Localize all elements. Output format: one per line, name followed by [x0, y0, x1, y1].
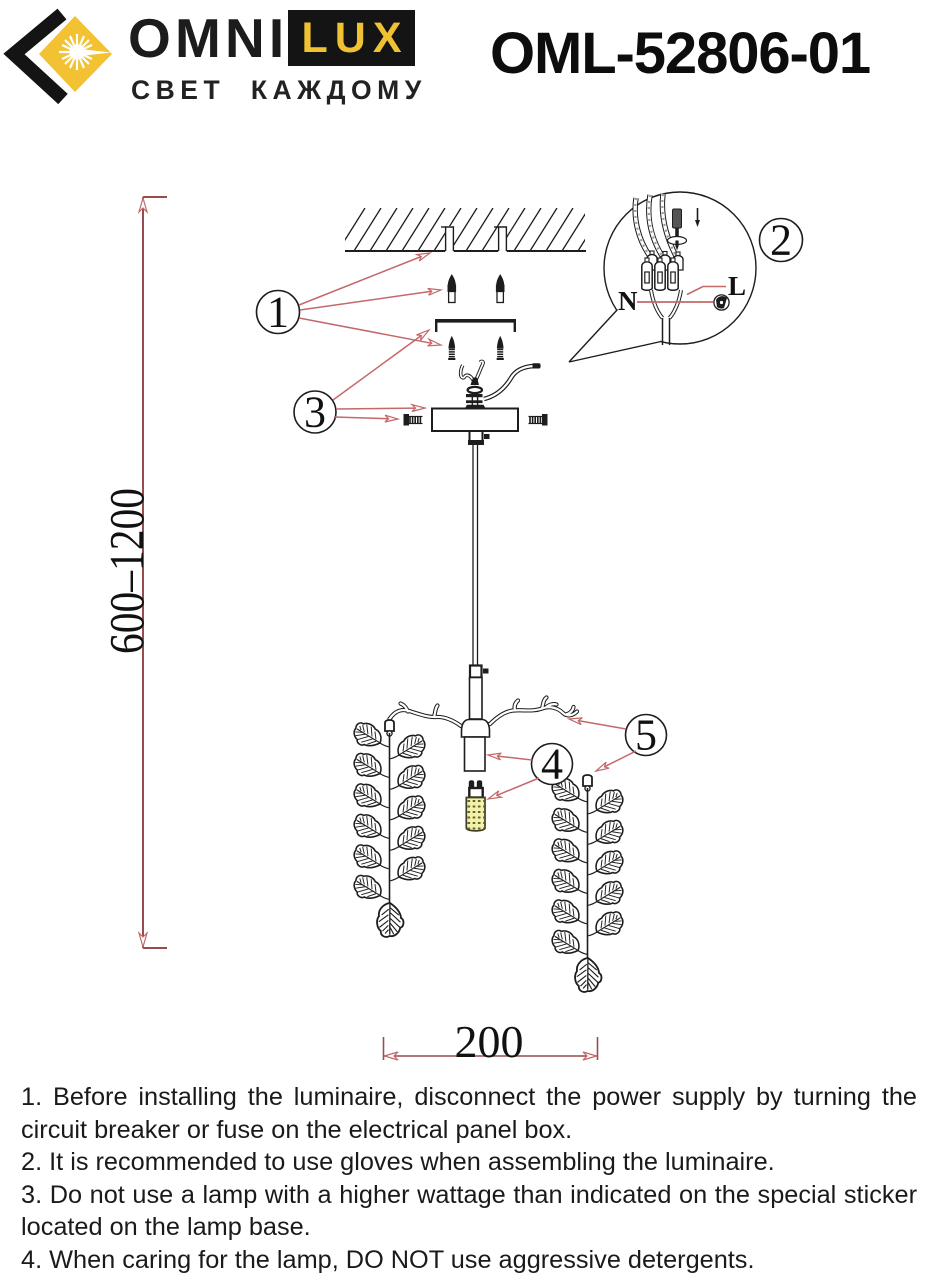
svg-text:1: 1 — [267, 288, 289, 337]
svg-text:L: L — [728, 271, 746, 301]
svg-text:N: N — [618, 286, 638, 316]
svg-text:2: 2 — [770, 216, 792, 265]
svg-text:3: 3 — [304, 388, 326, 437]
svg-text:200: 200 — [455, 1016, 524, 1067]
svg-text:5: 5 — [635, 711, 657, 760]
svg-text:4: 4 — [541, 740, 563, 789]
svg-text:600–1200: 600–1200 — [99, 488, 154, 654]
